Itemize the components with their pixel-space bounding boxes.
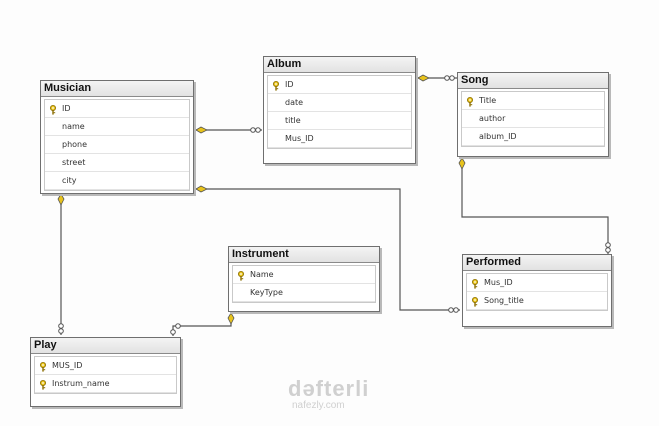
- field-row[interactable]: Name: [233, 266, 375, 284]
- field-name: Name: [250, 270, 274, 279]
- field-row[interactable]: title: [268, 112, 411, 130]
- field-row[interactable]: KeyType: [233, 284, 375, 302]
- primary-key-icon: [272, 80, 280, 91]
- field-name: author: [479, 114, 506, 123]
- field-row[interactable]: author: [462, 110, 604, 128]
- field-name: street: [62, 158, 86, 167]
- field-name: date: [285, 98, 304, 107]
- field-name: album_ID: [479, 132, 517, 141]
- field-row[interactable]: street: [45, 154, 189, 172]
- primary-key-icon: [39, 361, 47, 372]
- table-album[interactable]: Album ID date title Mus_ID: [263, 56, 416, 164]
- primary-key-icon: [471, 296, 479, 307]
- field-row[interactable]: MUS_ID: [35, 357, 176, 375]
- table-title: Song: [458, 73, 608, 89]
- field-list: Name KeyType: [232, 265, 376, 303]
- field-name: MUS_ID: [52, 361, 83, 370]
- field-list: ID name phone street city: [44, 99, 190, 191]
- rel-song-album[interactable]: [417, 74, 457, 82]
- rel-play-instrument[interactable]: [170, 312, 235, 336]
- field-row[interactable]: ID: [268, 76, 411, 94]
- field-name: Song_title: [484, 296, 524, 305]
- field-name: title: [285, 116, 301, 125]
- field-list: ID date title Mus_ID: [267, 75, 412, 149]
- table-title: Album: [264, 57, 415, 73]
- rel-performed-song[interactable]: [458, 157, 611, 254]
- field-name: phone: [62, 140, 88, 149]
- field-row[interactable]: ID: [45, 100, 189, 118]
- field-row[interactable]: Title: [462, 92, 604, 110]
- field-row[interactable]: city: [45, 172, 189, 190]
- field-list: Mus_ID Song_title: [466, 273, 608, 311]
- table-song[interactable]: Song Title author album_ID: [457, 72, 609, 157]
- field-name: Instrum_name: [52, 379, 110, 388]
- field-row[interactable]: album_ID: [462, 128, 604, 146]
- table-title: Performed: [463, 255, 611, 271]
- field-name: city: [62, 176, 77, 185]
- field-name: ID: [62, 104, 71, 113]
- field-name: Title: [479, 96, 497, 105]
- watermark: dəfterli nafezly.com: [288, 376, 370, 412]
- table-title: Musician: [41, 81, 193, 97]
- field-name: ID: [285, 80, 294, 89]
- field-list: MUS_ID Instrum_name: [34, 356, 177, 394]
- primary-key-icon: [49, 104, 57, 115]
- table-musician[interactable]: Musician ID name phone street city: [40, 80, 194, 194]
- table-title: Instrument: [229, 247, 379, 263]
- field-row[interactable]: Instrum_name: [35, 375, 176, 393]
- field-row[interactable]: Mus_ID: [268, 130, 411, 148]
- primary-key-icon: [39, 379, 47, 390]
- primary-key-icon: [471, 278, 479, 289]
- field-name: Mus_ID: [285, 134, 314, 143]
- table-play[interactable]: Play MUS_ID Instrum_name: [30, 337, 181, 407]
- field-name: Mus_ID: [484, 278, 513, 287]
- rel-performed-musician[interactable]: [195, 185, 460, 313]
- field-name: KeyType: [250, 288, 283, 297]
- field-list: Title author album_ID: [461, 91, 605, 147]
- primary-key-icon: [466, 96, 474, 107]
- field-row[interactable]: Mus_ID: [467, 274, 607, 292]
- primary-key-icon: [237, 270, 245, 281]
- rel-album-musician[interactable]: [195, 126, 262, 134]
- table-performed[interactable]: Performed Mus_ID Song_title: [462, 254, 612, 327]
- field-row[interactable]: Song_title: [467, 292, 607, 310]
- field-name: name: [62, 122, 85, 131]
- table-instrument[interactable]: Instrument Name KeyType: [228, 246, 380, 312]
- field-row[interactable]: date: [268, 94, 411, 112]
- field-row[interactable]: phone: [45, 136, 189, 154]
- rel-play-musician[interactable]: [57, 193, 65, 335]
- watermark-site-text: nafezly.com: [292, 400, 345, 411]
- table-title: Play: [31, 338, 180, 354]
- watermark-logo-text: dəfterli: [288, 376, 370, 401]
- field-row[interactable]: name: [45, 118, 189, 136]
